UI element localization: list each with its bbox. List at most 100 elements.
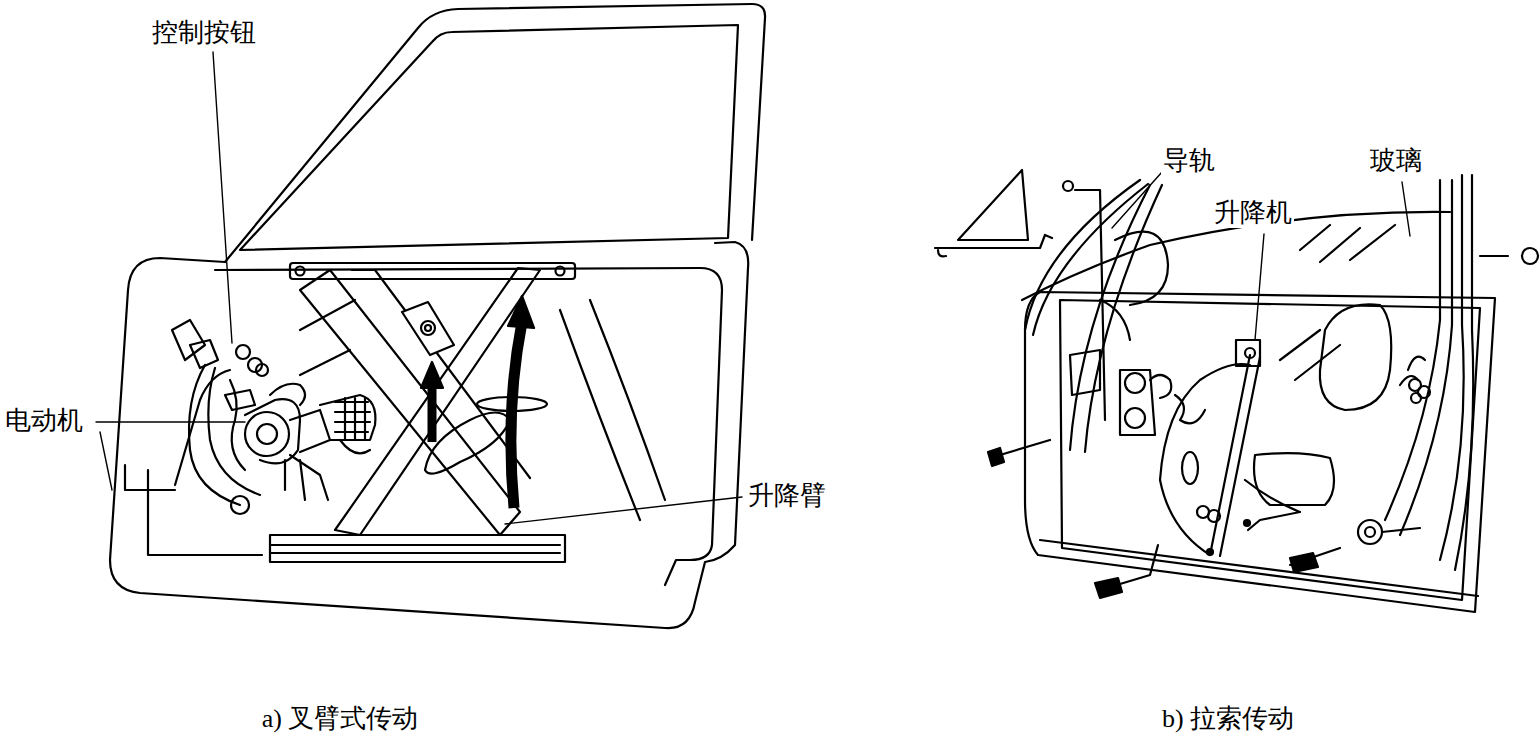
part-label: 导轨 [1161,146,1217,176]
door-a-part [421,321,435,335]
door-b-part [1115,232,1168,305]
door-b-part [1125,373,1145,393]
door-b-part [1220,357,1260,556]
door-a-part [296,267,305,276]
door-a-part [425,413,510,474]
door-a-part [236,345,250,359]
door-a-part [300,300,355,330]
door-a-part [402,302,454,355]
door-b-part [1522,248,1538,264]
door-b-part [1100,300,1130,340]
caption: b) 拉索传动 [1160,704,1296,734]
door-a-part [190,340,218,368]
door-b-part [1207,549,1213,555]
door-b-part [1025,292,1495,612]
door-b-part [1244,520,1250,526]
door-b [935,170,1538,612]
door-a-part [270,535,565,562]
door-a-part [590,300,665,500]
door-b-part [958,170,1028,240]
door-a-part [300,350,350,375]
door-b-part [1254,453,1334,505]
part-label: 控制按钮 [150,18,258,48]
door-a-part [245,412,289,456]
door-b-part [1320,304,1391,410]
door-a-part [256,364,268,376]
door-a-part [428,385,437,442]
door-b-part [1160,480,1210,555]
door-a-part [240,25,738,250]
leader-lines-part [1402,182,1410,236]
part-label: 电动机 [3,406,85,436]
door-b-part [1358,520,1382,544]
door-a-part [245,399,300,463]
door-b-part [1236,340,1260,366]
door-a-part [208,368,260,495]
door-b-part [1365,527,1375,537]
leader-lines [96,52,1410,524]
door-b-part [1182,452,1198,484]
door-a-part [556,267,565,276]
door-b-part [1455,175,1473,570]
door-a-part [335,268,540,535]
door-a-part [560,310,640,520]
door-a-part [215,268,722,585]
leader-lines-part [1112,172,1162,228]
leader-lines-part [505,497,742,524]
door-a-part [285,455,328,500]
door-b-part [1175,395,1205,423]
door-a-part [172,320,205,360]
door-b-part [1125,408,1145,428]
door-b-part [1063,181,1073,191]
door-a-part [175,370,230,485]
leader-lines-part [100,432,112,490]
door-b-part [1385,180,1440,520]
door-b-part [988,448,1004,466]
leader-lines-part [96,421,245,422]
door-a-part [340,440,370,453]
door-a-part [270,552,560,554]
door-b-part [935,235,1052,248]
door-b-part [1210,355,1250,555]
door-b-part [1290,553,1318,572]
door-b-part [1208,510,1220,522]
door-b-part [1095,578,1122,598]
door-b-part [1400,180,1452,535]
door-a-part [352,270,530,478]
part-label: 升降臂 [746,481,828,511]
door-a-part [508,296,534,328]
caption: a) 叉臂式传动 [260,704,421,734]
door-a-part [270,544,560,546]
door-a-part [290,263,575,279]
door-a-part [290,410,330,452]
part-label: 玻璃 [1368,146,1424,176]
door-b-part [1480,255,1508,257]
door-a-part [257,424,277,444]
door-a-part [125,465,175,490]
door-b-part [1280,225,1395,380]
door-b-part [1382,528,1420,532]
door-a-part [421,362,443,388]
door-b-part [938,250,946,256]
leader-lines-part [213,52,232,343]
door-a-part [300,270,520,535]
door-a-part [511,322,522,508]
door-b-part [1070,185,1150,450]
door-a-part [335,398,370,440]
door-b-part [1411,393,1421,403]
door-b-part [1070,350,1100,395]
part-label: 升降机 [1212,198,1294,228]
door-a-part [231,496,249,514]
door-b-part [1150,375,1171,398]
door-b-part [1245,480,1300,530]
leader-lines-part [1255,234,1264,340]
door-a-part [425,325,431,331]
door-b-part [1245,348,1255,358]
door-b-part [1060,300,1480,600]
door-b-part [1085,185,1162,452]
door-a-part [270,384,305,405]
door-a-part [320,395,375,440]
door-a [110,4,765,628]
